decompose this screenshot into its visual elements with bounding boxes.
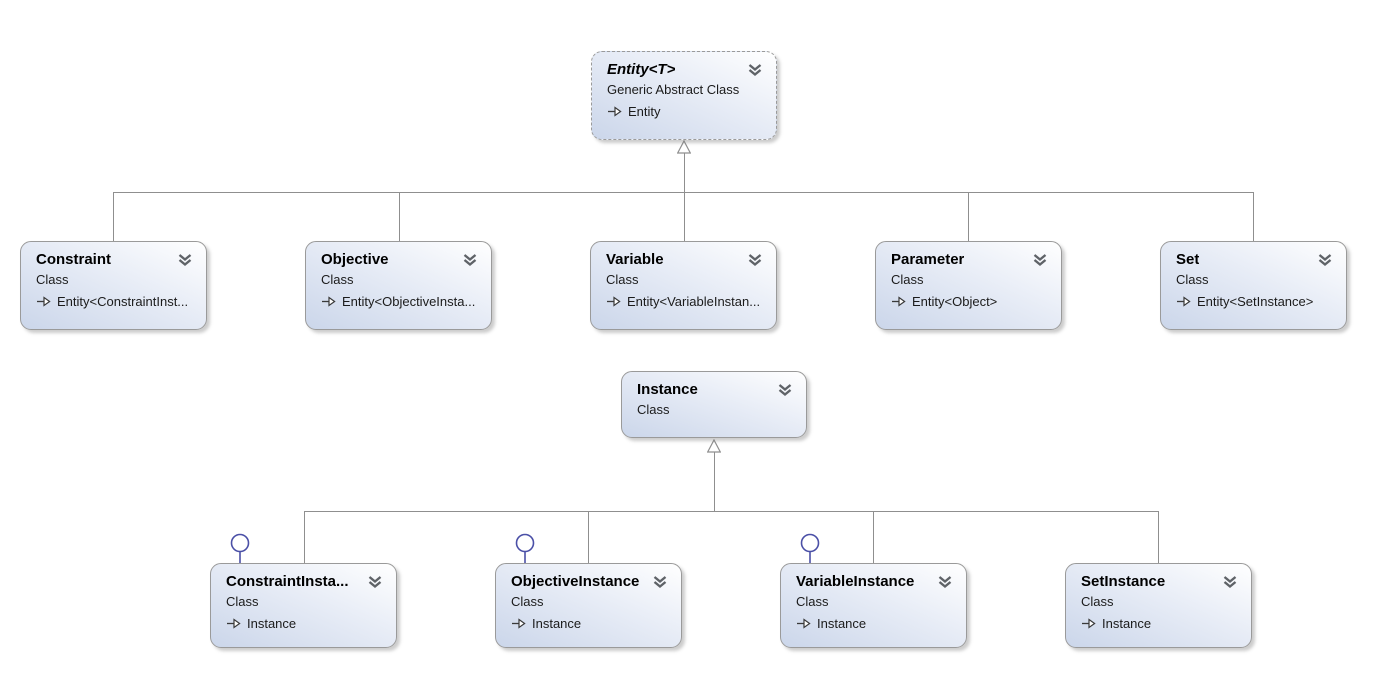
base-type-row: Instance	[511, 616, 668, 631]
connector-line	[588, 511, 589, 563]
class-node-constraint[interactable]: Constraint Class Entity<ConstraintInst..…	[20, 241, 207, 330]
inheritance-arrow-icon	[606, 296, 621, 307]
base-type-label: Instance	[817, 616, 867, 631]
chevron-double-down-icon[interactable]	[747, 63, 763, 77]
inheritance-arrow-icon	[226, 618, 241, 629]
base-type-row: Entity<ConstraintInst...	[36, 294, 193, 309]
base-type-row: Entity<VariableInstan...	[606, 294, 763, 309]
base-type-label: Instance	[247, 616, 297, 631]
inheritance-arrow-icon	[511, 618, 526, 629]
chevron-double-down-icon[interactable]	[177, 253, 193, 267]
class-node-set[interactable]: Set Class Entity<SetInstance>	[1160, 241, 1347, 330]
node-title: ConstraintInsta...	[226, 573, 349, 590]
node-title: VariableInstance	[796, 573, 915, 590]
inheritance-arrow-icon	[1081, 618, 1096, 629]
class-node-variable[interactable]: Variable Class Entity<VariableInstan...	[590, 241, 777, 330]
base-type-label: Entity<ObjectiveInsta...	[342, 294, 476, 309]
base-type-label: Entity<ConstraintInst...	[57, 294, 189, 309]
node-stereotype: Class	[606, 272, 639, 287]
node-stereotype: Class	[1176, 272, 1209, 287]
node-stereotype: Class	[1081, 594, 1114, 609]
node-stereotype: Class	[637, 402, 670, 417]
base-type-row: Instance	[226, 616, 383, 631]
node-stereotype: Generic Abstract Class	[607, 82, 740, 97]
class-node-set-instance[interactable]: SetInstance Class Instance	[1065, 563, 1252, 648]
connector-line	[113, 192, 1254, 193]
node-title: Constraint	[36, 251, 111, 268]
node-stereotype: Class	[36, 272, 69, 287]
node-title: Objective	[321, 251, 389, 268]
inheritance-arrow-icon	[1176, 296, 1191, 307]
node-title: ObjectiveInstance	[511, 573, 640, 590]
base-type-label: Entity<SetInstance>	[1197, 294, 1314, 309]
inheritance-triangle	[706, 438, 722, 453]
connector-line	[714, 452, 715, 511]
class-node-parameter[interactable]: Parameter Class Entity<Object>	[875, 241, 1062, 330]
connector-line	[1253, 192, 1254, 241]
connector-line	[113, 192, 114, 241]
chevron-double-down-icon[interactable]	[747, 253, 763, 267]
connector-line	[304, 511, 305, 563]
node-title: Entity<T>	[607, 61, 676, 78]
chevron-double-down-icon[interactable]	[1222, 575, 1238, 589]
connector-line	[304, 511, 1159, 512]
inheritance-arrow-icon	[891, 296, 906, 307]
chevron-double-down-icon[interactable]	[462, 253, 478, 267]
class-node-entity[interactable]: Entity<T> Generic Abstract Class Entity	[591, 51, 777, 140]
base-type-row: Instance	[796, 616, 953, 631]
chevron-double-down-icon[interactable]	[367, 575, 383, 589]
inheritance-arrow-icon	[796, 618, 811, 629]
interface-lollipop-icon	[229, 532, 251, 564]
class-node-constraint-instance[interactable]: ConstraintInsta... Class Instance	[210, 563, 397, 648]
base-type-row: Instance	[1081, 616, 1238, 631]
connector-line	[1158, 511, 1159, 563]
class-node-variable-instance[interactable]: VariableInstance Class Instance	[780, 563, 967, 648]
base-type-label: Entity	[628, 104, 661, 119]
inheritance-arrow-icon	[36, 296, 51, 307]
connector-line	[399, 192, 400, 241]
connector-line	[684, 153, 685, 241]
class-node-objective[interactable]: Objective Class Entity<ObjectiveInsta...	[305, 241, 492, 330]
interface-lollipop-icon	[799, 532, 821, 564]
node-title: Instance	[637, 381, 698, 398]
inheritance-arrow-icon	[607, 106, 622, 117]
chevron-double-down-icon[interactable]	[777, 383, 793, 397]
base-type-label: Entity<VariableInstan...	[627, 294, 761, 309]
base-type-row: Entity	[607, 104, 763, 119]
connector-line	[968, 192, 969, 241]
base-type-row: Entity<SetInstance>	[1176, 294, 1333, 309]
chevron-double-down-icon[interactable]	[652, 575, 668, 589]
connector-line	[873, 511, 874, 563]
chevron-double-down-icon[interactable]	[1032, 253, 1048, 267]
inheritance-arrow-icon	[321, 296, 336, 307]
node-stereotype: Class	[511, 594, 544, 609]
base-type-label: Instance	[1102, 616, 1152, 631]
node-title: Set	[1176, 251, 1200, 268]
base-type-row: Entity<Object>	[891, 294, 1048, 309]
base-type-row: Entity<ObjectiveInsta...	[321, 294, 478, 309]
inheritance-triangle	[676, 139, 692, 154]
node-title: Variable	[606, 251, 664, 268]
base-type-label: Instance	[532, 616, 582, 631]
node-title: Parameter	[891, 251, 965, 268]
chevron-double-down-icon[interactable]	[937, 575, 953, 589]
interface-lollipop-icon	[514, 532, 536, 564]
node-stereotype: Class	[796, 594, 829, 609]
class-node-instance[interactable]: Instance Class	[621, 371, 807, 438]
class-node-objective-instance[interactable]: ObjectiveInstance Class Instance	[495, 563, 682, 648]
node-stereotype: Class	[321, 272, 354, 287]
base-type-label: Entity<Object>	[912, 294, 998, 309]
node-stereotype: Class	[891, 272, 924, 287]
node-stereotype: Class	[226, 594, 259, 609]
node-title: SetInstance	[1081, 573, 1166, 590]
chevron-double-down-icon[interactable]	[1317, 253, 1333, 267]
